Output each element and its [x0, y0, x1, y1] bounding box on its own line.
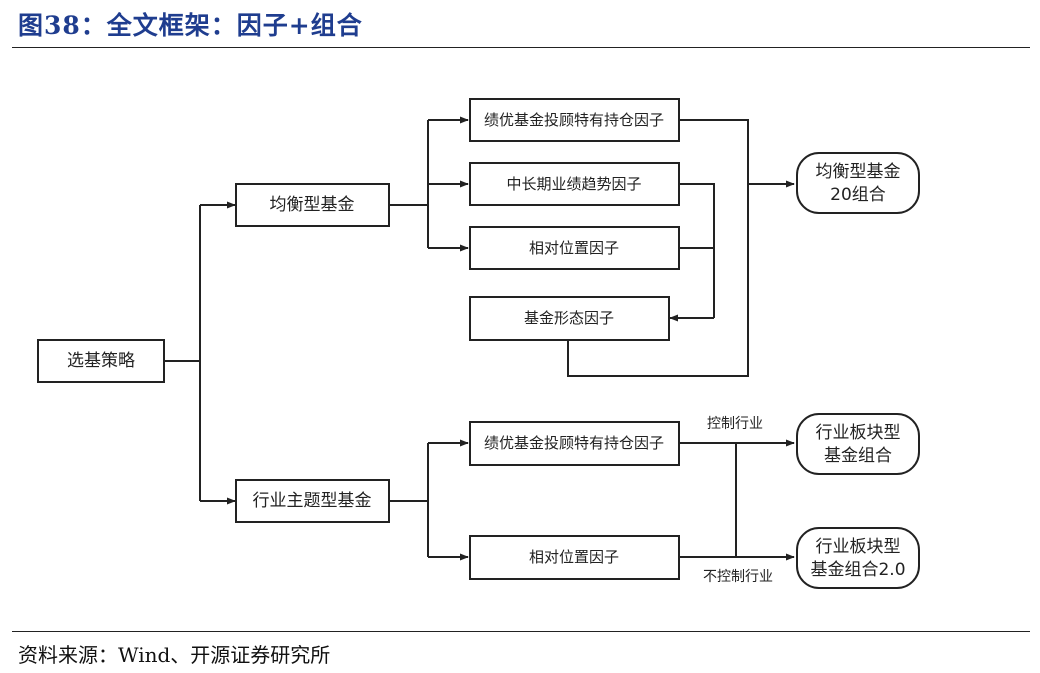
- node-b-factor-3: [469, 226, 680, 270]
- node-i-factor-2: [469, 535, 680, 580]
- label-b-factor-3: 相对位置因子: [529, 239, 619, 257]
- node-b-factor-4: [469, 296, 670, 341]
- label-b-factor-4: 基金形态因子: [524, 309, 614, 327]
- edge-f4-output: [567, 184, 749, 377]
- label-output-industry-1-line2: 基金组合: [824, 446, 892, 466]
- node-i-factor-1: [469, 421, 680, 466]
- edge-label-no-control: 不控制行业: [703, 569, 773, 585]
- edge-f2-merge: [679, 183, 715, 318]
- label-output-industry-1-line1: 行业板块型: [816, 423, 901, 443]
- node-b-factor-2: [469, 162, 680, 206]
- label-root: 选基策略: [67, 351, 135, 371]
- label-output-industry-2-line1: 行业板块型: [816, 537, 901, 557]
- node-output-balanced: [796, 152, 920, 214]
- label-b-factor-2: 中长期业绩趋势因子: [506, 175, 641, 193]
- label-balanced-fund: 均衡型基金: [270, 195, 355, 215]
- edge-f1-output: [679, 119, 749, 184]
- node-balanced-fund: [235, 183, 390, 227]
- label-i-factor-1: 绩优基金投顾特有持仓因子: [484, 434, 664, 452]
- label-output-balanced-line2: 20组合: [830, 185, 886, 205]
- node-root: [37, 339, 165, 383]
- node-output-industry-2: [796, 527, 920, 589]
- source-note: 资料来源：Wind、开源证券研究所: [18, 643, 331, 667]
- node-industry-fund: [235, 479, 390, 523]
- label-output-industry-2-line2: 基金组合2.0: [810, 560, 905, 580]
- figure-title: 图38：全文框架：因子+组合: [18, 11, 363, 40]
- label-industry-fund: 行业主题型基金: [253, 491, 372, 511]
- label-output-balanced-line1: 均衡型基金: [816, 162, 901, 182]
- title-divider: [12, 47, 1030, 48]
- label-i-factor-2: 相对位置因子: [529, 548, 619, 566]
- label-b-factor-1: 绩优基金投顾特有持仓因子: [484, 111, 664, 129]
- connectors: [164, 116, 795, 561]
- source-divider: [12, 631, 1030, 632]
- edge-label-control: 控制行业: [707, 416, 763, 432]
- node-output-industry-1: [796, 413, 920, 475]
- node-b-factor-1: [469, 98, 680, 142]
